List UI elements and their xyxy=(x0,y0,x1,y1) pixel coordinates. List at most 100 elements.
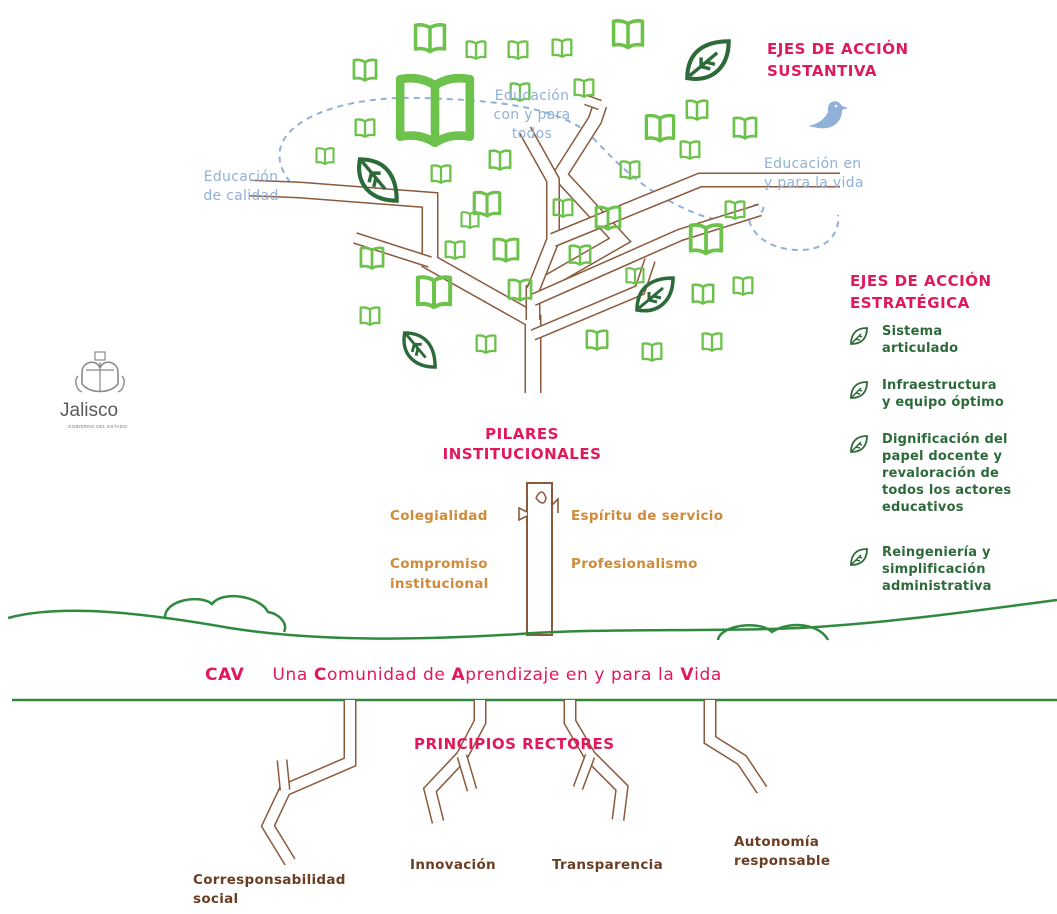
book-icon xyxy=(472,190,502,218)
jalisco-coat-of-arms xyxy=(75,351,125,393)
cav-text: prendizaje en y para la xyxy=(465,665,681,685)
sustantiva-item-calidad: Educación de calidad xyxy=(203,169,279,204)
root xyxy=(563,700,629,821)
book-icon xyxy=(585,329,609,351)
heading-principios: PRINCIPIOS RECTORES xyxy=(414,735,615,753)
tree-branch xyxy=(584,94,602,111)
root xyxy=(422,700,487,824)
book-icon xyxy=(701,332,723,352)
bird-icon xyxy=(808,101,848,129)
book-icon xyxy=(509,82,531,102)
cav-letter: C xyxy=(313,665,327,685)
book-icon xyxy=(679,140,701,160)
root xyxy=(456,754,478,792)
book-icon xyxy=(724,200,746,220)
estrategica-label: Dignificación del papel docente y revalo… xyxy=(882,432,1012,515)
book-icon xyxy=(359,246,385,270)
tree-branch xyxy=(530,258,656,341)
root xyxy=(703,700,768,794)
jalisco-logo-subtitle: GOBIERNO DEL ESTADO xyxy=(68,424,128,429)
pilar-colegialidad: Colegialidad xyxy=(390,508,488,524)
book-icon xyxy=(573,78,595,98)
pilar-profesionalismo: Profesionalismo xyxy=(571,556,698,572)
book-icon xyxy=(691,283,715,305)
estrategica-label: Infraestructura y equipo óptimo xyxy=(882,378,1004,410)
leaf-icon xyxy=(357,157,399,203)
book-icon xyxy=(315,147,335,166)
tree-branch xyxy=(518,126,560,293)
estrategica-item-sistema: Sistema articulado xyxy=(848,323,958,357)
estrategica-label: Sistema articulado xyxy=(882,324,959,356)
bush-left xyxy=(163,595,287,633)
tree-branch xyxy=(353,232,432,268)
book-icon xyxy=(644,113,676,143)
book-icon xyxy=(359,306,381,326)
cav-text: Una xyxy=(272,665,314,685)
book-icon xyxy=(354,118,376,138)
cav-text: omunidad de xyxy=(326,665,452,685)
pilar-espiritu-de-servicio: Espíritu de servicio xyxy=(571,508,724,524)
tree-branch xyxy=(249,179,542,393)
book-icon xyxy=(685,99,709,121)
book-icon xyxy=(732,276,754,296)
principio-innovacion: Innovación xyxy=(410,857,496,873)
book-icon xyxy=(492,237,520,263)
pilar-compromiso-institucional: Compromiso institucional xyxy=(390,556,489,592)
book-icon xyxy=(551,38,573,58)
principio-corresponsabilidad: Corresponsabilidad social xyxy=(193,872,346,907)
estrategica-item-infraestructura: Infraestructura y equipo óptimo xyxy=(848,377,1004,411)
bush-right xyxy=(716,623,830,641)
book-icon xyxy=(594,205,622,231)
leaf-icon xyxy=(850,327,868,345)
leaf-icon xyxy=(850,548,868,566)
leaf-icon xyxy=(635,276,675,313)
book-icon xyxy=(352,58,378,82)
cav-banner: CAV Una Comunidad de Aprendizaje en y par… xyxy=(205,663,722,687)
book-icon xyxy=(619,160,641,180)
root xyxy=(572,754,596,790)
book-icon xyxy=(430,164,452,184)
cav-letter: V xyxy=(680,665,695,685)
jalisco-logo-name: Jalisco xyxy=(60,400,119,421)
sustantiva-item-en-y-para-la-vida: Educación en y para la vida xyxy=(764,156,864,191)
heading-pilares: PILARES INSTITUCIONALES xyxy=(442,425,602,463)
principio-transparencia: Transparencia xyxy=(552,857,663,873)
book-icon xyxy=(688,223,724,256)
estrategica-item-dignificacion: Dignificación del papel docente y revalo… xyxy=(848,431,1011,516)
estrategica-item-reingenieria: Reingeniería y simplificación administra… xyxy=(848,544,992,595)
book-icon xyxy=(413,23,447,54)
heading-ejes-sustantiva: EJES DE ACCIÓN SUSTANTIVA xyxy=(767,40,909,80)
principio-autonomia: Autonomía responsable xyxy=(734,834,831,869)
heading-ejes-estrategica: EJES DE ACCIÓN ESTRATÉGICA xyxy=(850,272,992,312)
pillar-trunk xyxy=(518,482,559,636)
book-icon xyxy=(507,40,529,60)
leaf-icon xyxy=(402,331,437,369)
leaf-icon xyxy=(850,435,868,453)
book-icon xyxy=(395,73,475,148)
cav-text: ida xyxy=(694,665,722,685)
tree-branch xyxy=(550,172,840,247)
dashed-orbit-line xyxy=(278,96,840,252)
root xyxy=(276,759,291,791)
book-icon xyxy=(444,240,466,260)
book-icon xyxy=(568,244,592,266)
sustantiva-item-con-y-para-todos: Educación con y para todos xyxy=(493,88,571,142)
cav-acronym: CAV xyxy=(205,665,245,685)
ground-line xyxy=(7,598,1057,640)
book-icon xyxy=(552,198,574,218)
book-icon xyxy=(507,278,533,302)
book-icon xyxy=(465,40,487,60)
book-icon xyxy=(488,149,512,171)
book-icon xyxy=(460,211,480,230)
estrategica-label: Reingeniería y simplificación administra… xyxy=(882,545,992,594)
leaf-icon xyxy=(850,381,868,399)
leaf-icon xyxy=(685,39,731,81)
book-icon xyxy=(732,116,758,140)
cav-letter: A xyxy=(451,665,466,685)
book-icon xyxy=(641,342,663,362)
book-icon xyxy=(625,267,645,286)
book-icon xyxy=(611,19,645,50)
book-icon xyxy=(415,275,453,310)
